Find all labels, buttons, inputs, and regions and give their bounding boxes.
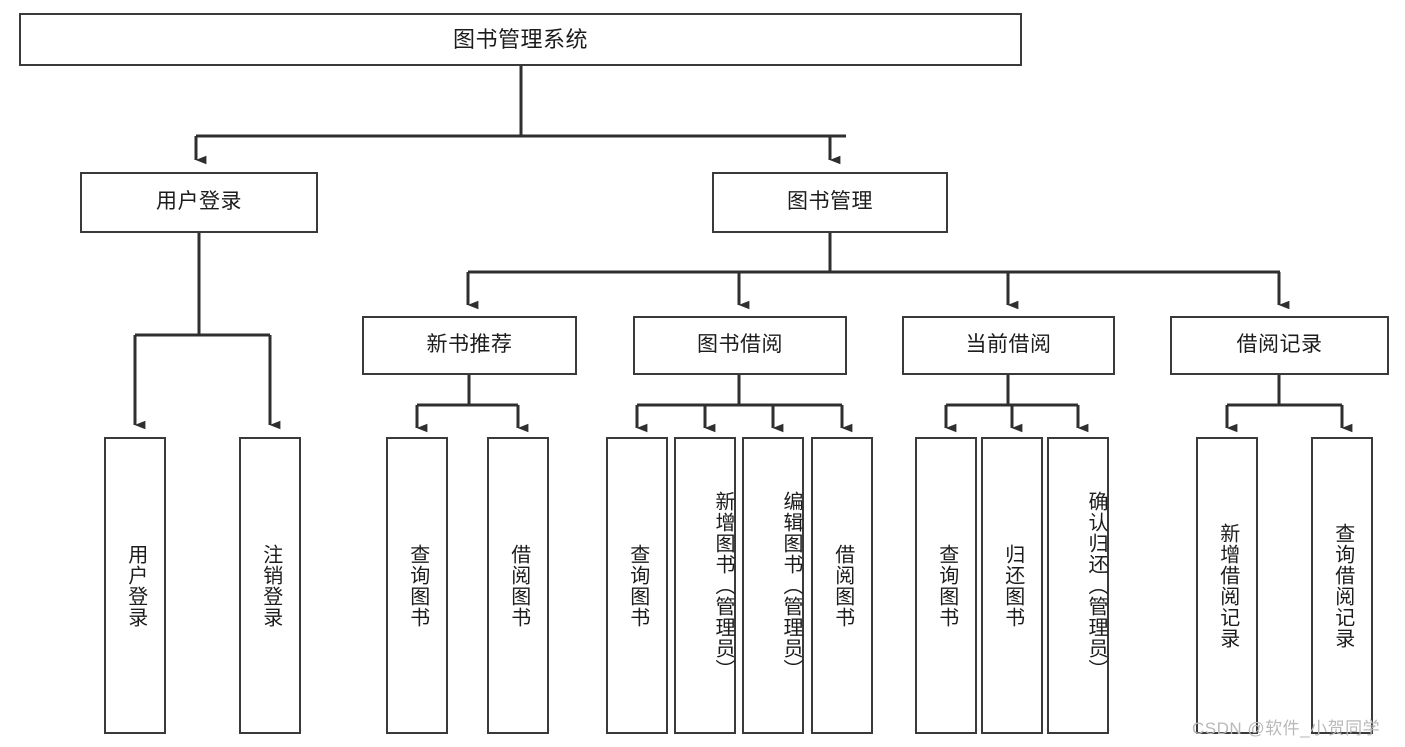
node-root-book-management-system[interactable]: 图书管理系统 bbox=[19, 13, 1022, 66]
watermark-text: CSDN @软件_小贺同学 bbox=[1192, 719, 1381, 738]
leaf-new-book-borrow-book[interactable]: 借阅图书 bbox=[487, 437, 549, 734]
node-new-book-recommend[interactable]: 新书推荐 bbox=[362, 316, 577, 375]
node-label: 确认归还（管理员） bbox=[1085, 491, 1107, 680]
leaf-current-borrow-return-book[interactable]: 归还图书 bbox=[981, 437, 1043, 734]
node-label: 图书管理 bbox=[787, 190, 873, 214]
node-current-borrow[interactable]: 当前借阅 bbox=[902, 316, 1115, 375]
leaf-new-book-query-book[interactable]: 查询图书 bbox=[386, 437, 448, 734]
leaf-book-borrow-edit-book-admin[interactable]: 编辑图书（管理员） bbox=[742, 437, 804, 734]
node-label: 查询图书 bbox=[406, 543, 429, 628]
leaf-user-login-login[interactable]: 用户登录 bbox=[104, 437, 166, 734]
node-label: 编辑图书（管理员） bbox=[780, 491, 802, 680]
node-book-management[interactable]: 图书管理 bbox=[712, 172, 948, 233]
node-book-borrow[interactable]: 图书借阅 bbox=[633, 316, 847, 375]
node-user-login[interactable]: 用户登录 bbox=[80, 172, 318, 233]
node-label: 查询图书 bbox=[626, 543, 649, 628]
csdn-watermark: CSDN @软件_小贺同学 bbox=[1192, 714, 1380, 739]
node-label: 借阅图书 bbox=[507, 543, 530, 628]
node-label: 归还图书 bbox=[1001, 543, 1024, 628]
node-label: 用户登录 bbox=[156, 190, 242, 214]
leaf-borrow-record-query-record[interactable]: 查询借阅记录 bbox=[1311, 437, 1373, 734]
leaf-borrow-record-add-record[interactable]: 新增借阅记录 bbox=[1196, 437, 1258, 734]
node-label: 新增图书（管理员） bbox=[712, 491, 734, 680]
leaf-book-borrow-add-book-admin[interactable]: 新增图书（管理员） bbox=[674, 437, 736, 734]
leaf-book-borrow-borrow-book[interactable]: 借阅图书 bbox=[811, 437, 873, 734]
node-label: 图书借阅 bbox=[697, 333, 783, 357]
node-label: 新书推荐 bbox=[426, 333, 513, 357]
node-label: 当前借阅 bbox=[965, 333, 1052, 357]
node-borrow-record[interactable]: 借阅记录 bbox=[1170, 316, 1389, 375]
node-label: 查询图书 bbox=[935, 543, 958, 628]
leaf-current-borrow-query-book[interactable]: 查询图书 bbox=[915, 437, 977, 734]
node-label: 用户登录 bbox=[124, 543, 147, 628]
node-label: 借阅记录 bbox=[1236, 333, 1323, 357]
leaf-user-login-logout[interactable]: 注销登录 bbox=[239, 437, 301, 734]
node-label: 借阅图书 bbox=[831, 543, 854, 628]
node-label: 注销登录 bbox=[259, 543, 282, 628]
leaf-book-borrow-query-book[interactable]: 查询图书 bbox=[606, 437, 668, 734]
node-label: 新增借阅记录 bbox=[1216, 522, 1239, 649]
node-label: 查询借阅记录 bbox=[1331, 522, 1354, 649]
leaf-current-borrow-confirm-return-admin[interactable]: 确认归还（管理员） bbox=[1047, 437, 1109, 734]
node-label: 图书管理系统 bbox=[452, 26, 588, 52]
